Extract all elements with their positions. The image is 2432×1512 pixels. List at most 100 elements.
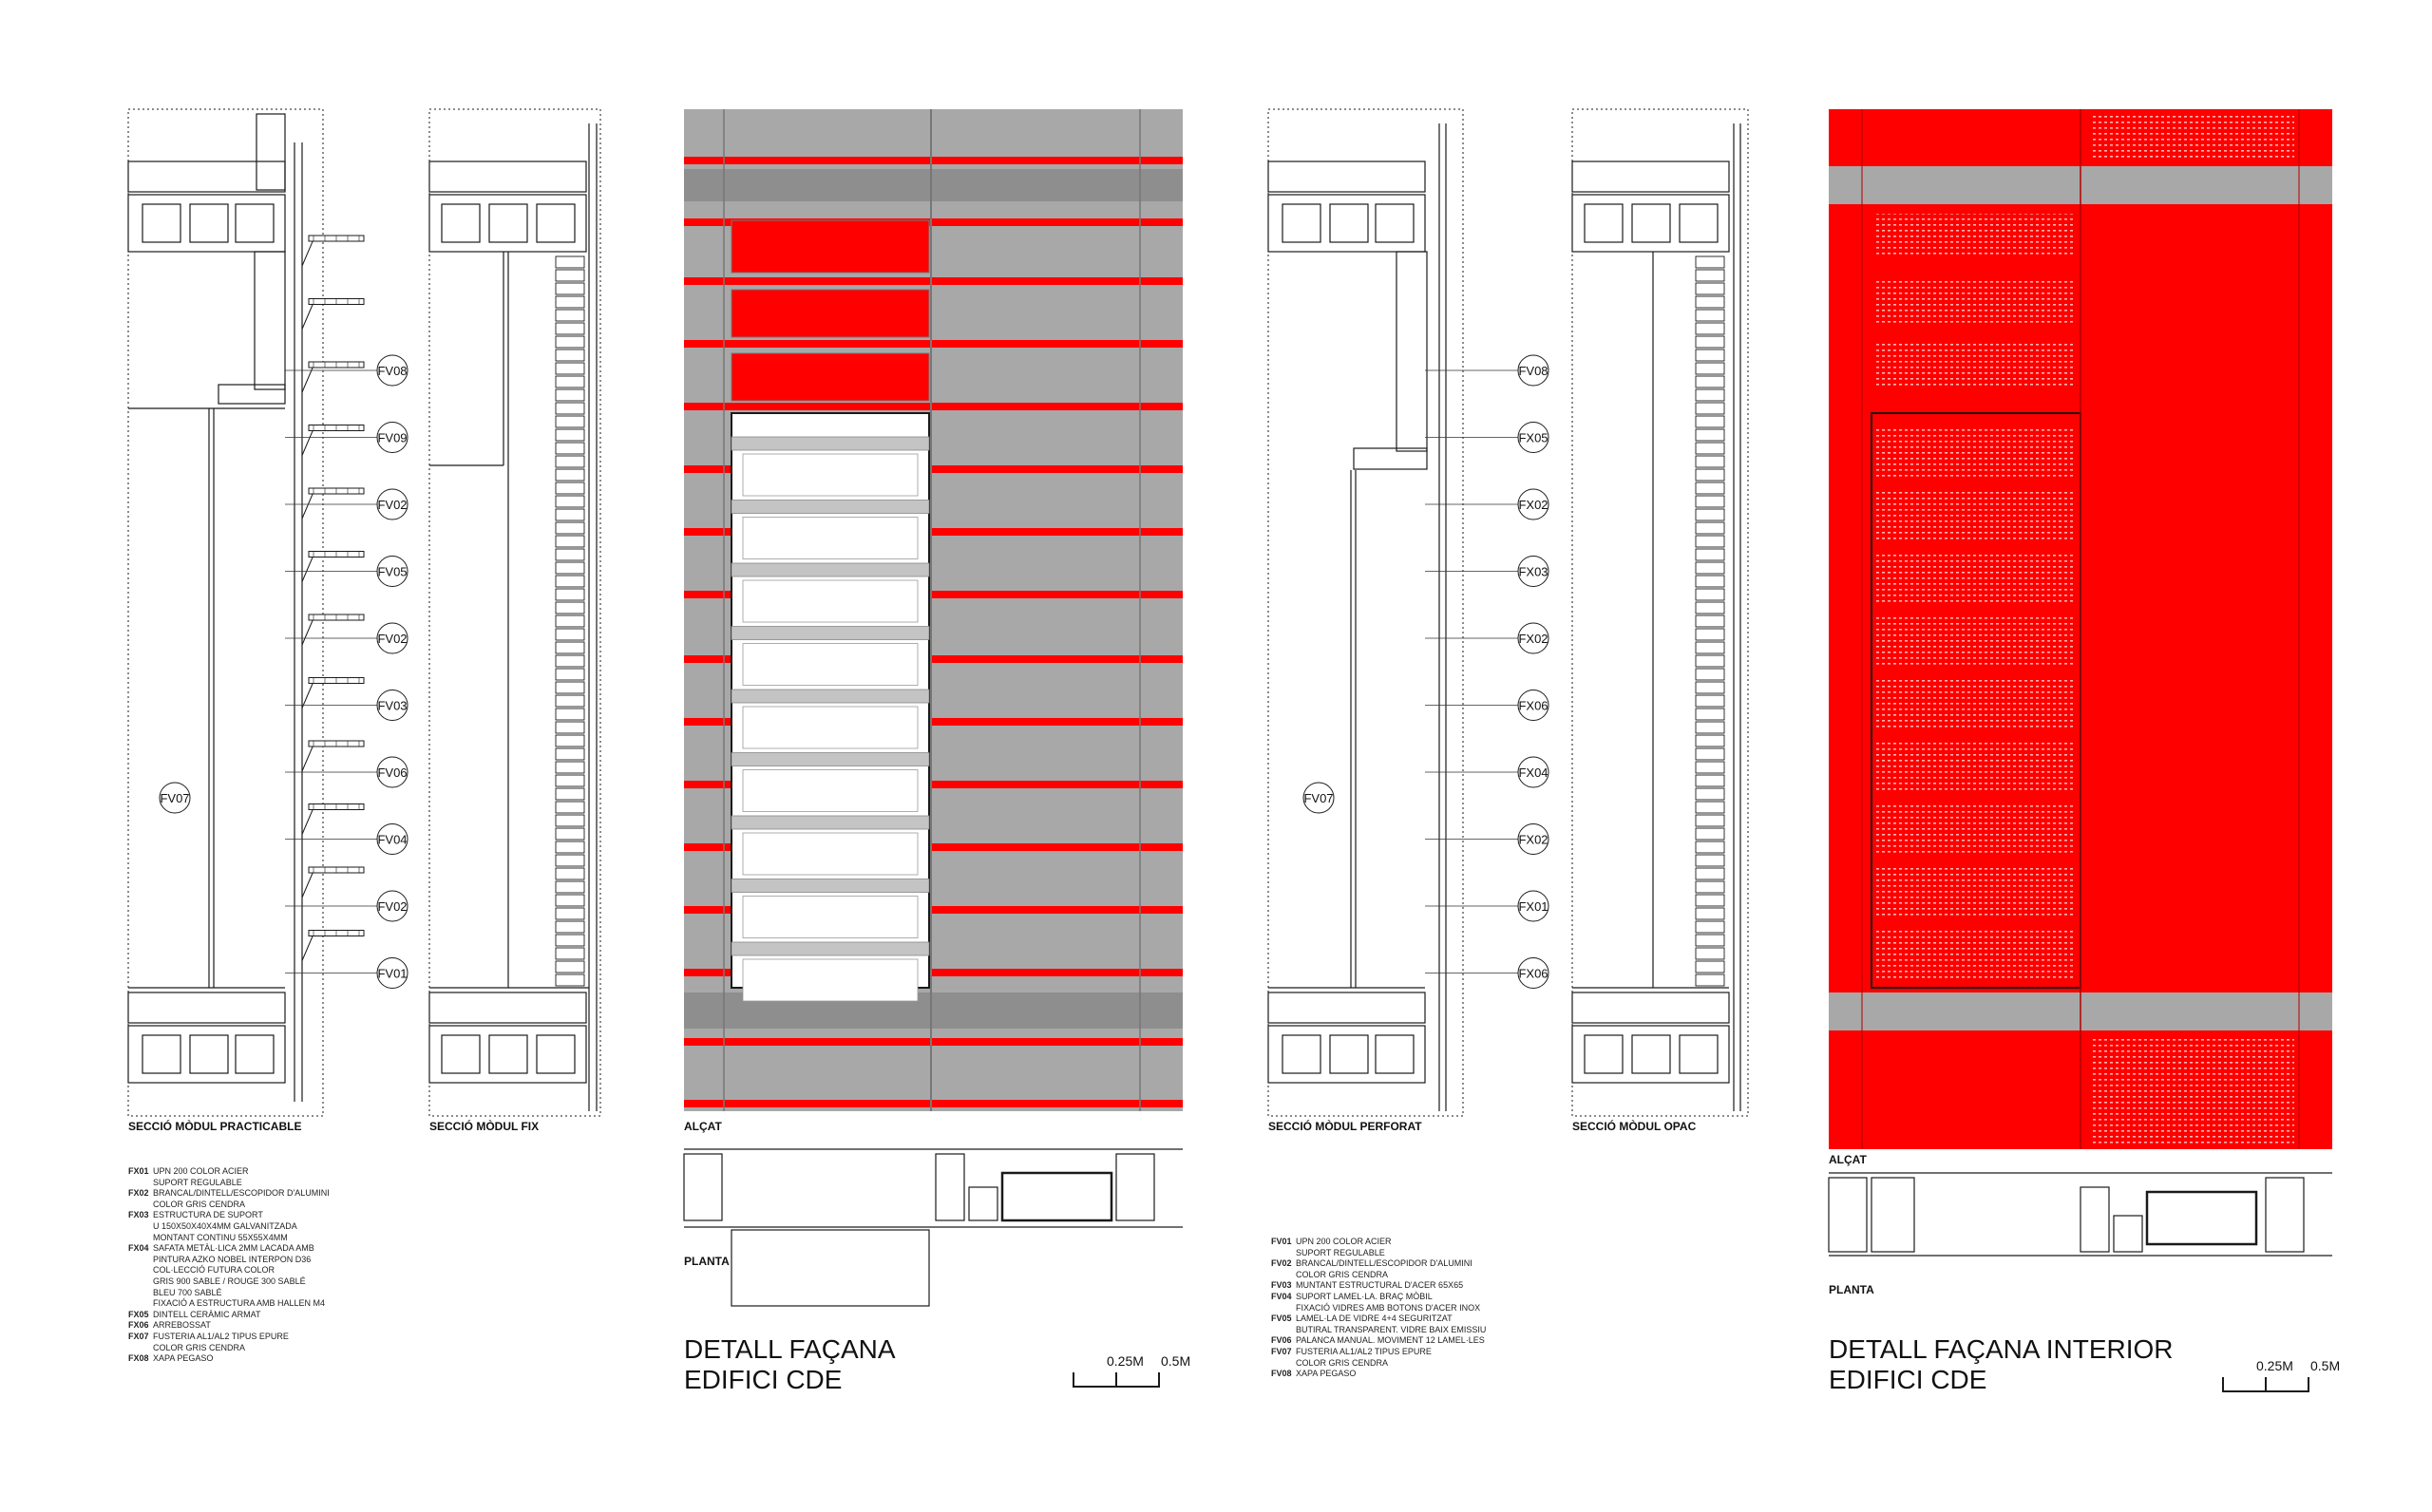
louvre-blade bbox=[301, 361, 365, 393]
callout-label: FV02 bbox=[377, 899, 407, 914]
callout: FX05 bbox=[1425, 422, 1549, 453]
callout: FV02 bbox=[285, 890, 408, 922]
louvre-blade bbox=[301, 551, 365, 582]
legend-desc: BRANCAL/DINTELL/ESCOPIDOR D'ALUMINI bbox=[153, 1188, 330, 1199]
title-line2: EDIFICI CDE bbox=[1829, 1365, 1986, 1394]
elevation-label: ALÇAT bbox=[1829, 1153, 1867, 1166]
brick bbox=[1695, 561, 1725, 575]
brick-column bbox=[1695, 255, 1725, 987]
perforated-panel bbox=[1876, 803, 2076, 853]
glass-pane bbox=[742, 769, 919, 812]
brick bbox=[1695, 801, 1725, 814]
red-panel bbox=[731, 289, 930, 338]
brick bbox=[1695, 920, 1725, 934]
brick bbox=[555, 508, 585, 521]
legend-desc: DINTELL CERÀMIC ARMAT bbox=[153, 1309, 261, 1319]
perforated-panel bbox=[2090, 112, 2294, 160]
legend-line: COLOR GRIS CENDRA bbox=[153, 1199, 246, 1209]
callout-label: FX06 bbox=[1518, 967, 1548, 981]
callout: FV06 bbox=[285, 756, 408, 788]
brick bbox=[555, 309, 585, 322]
scale-label-a: 0.25M bbox=[2256, 1358, 2293, 1373]
red-tray bbox=[684, 781, 1183, 788]
brick bbox=[555, 388, 585, 402]
glass-pane bbox=[742, 579, 919, 623]
glass-pane bbox=[742, 832, 919, 876]
plan-label: PLANTA bbox=[684, 1255, 730, 1268]
section-label-opaque: SECCIÓ MÒDUL OPAC bbox=[1572, 1119, 1697, 1133]
perforated-panel bbox=[1876, 553, 2076, 602]
glass-louvre bbox=[731, 815, 930, 830]
brick bbox=[555, 322, 585, 335]
callout: FV04 bbox=[285, 823, 408, 855]
brick bbox=[1695, 880, 1725, 894]
red-tray bbox=[684, 157, 1183, 164]
legend-desc: FUSTERIA AL1/AL2 TIPUS EPURE bbox=[1296, 1346, 1432, 1356]
scale-label-b: 0.5M bbox=[1161, 1353, 1190, 1369]
legend-desc: ESTRUCTURA DE SUPORT bbox=[153, 1210, 263, 1220]
red-tray bbox=[684, 403, 1183, 410]
brick bbox=[1695, 349, 1725, 362]
legend-desc: BRANCAL/DINTELL/ESCOPIDOR D'ALUMINI bbox=[1296, 1258, 1472, 1269]
callout: FX01 bbox=[1425, 890, 1549, 922]
callout-label: FX05 bbox=[1518, 431, 1548, 445]
louvre-blade bbox=[301, 235, 365, 267]
brick bbox=[1695, 282, 1725, 295]
legend-code: FV03 bbox=[1271, 1280, 1292, 1291]
brick bbox=[1695, 774, 1725, 787]
section-label-fixed: SECCIÓ MÒDUL FIX bbox=[429, 1119, 539, 1133]
brick bbox=[1695, 734, 1725, 747]
legend-line: SUPORT REGULABLE bbox=[153, 1177, 242, 1187]
brick bbox=[555, 708, 585, 721]
legend-desc: XAPA PEGASO bbox=[153, 1353, 214, 1364]
brick bbox=[1695, 255, 1725, 269]
brick bbox=[1695, 322, 1725, 335]
brick bbox=[555, 442, 585, 455]
callout: FV05 bbox=[285, 556, 408, 587]
brick bbox=[555, 269, 585, 282]
brick bbox=[1695, 681, 1725, 694]
brick bbox=[1695, 495, 1725, 508]
glass-louvre bbox=[731, 500, 930, 514]
brick bbox=[555, 362, 585, 375]
louvre-blade bbox=[301, 614, 365, 646]
callout: FX02 bbox=[1425, 622, 1549, 654]
plan-right bbox=[1828, 1172, 2332, 1257]
brick bbox=[555, 482, 585, 495]
brick bbox=[555, 535, 585, 548]
brick bbox=[1695, 309, 1725, 322]
glass-pane bbox=[742, 958, 919, 1002]
louvre-blade bbox=[301, 425, 365, 456]
brick bbox=[1695, 335, 1725, 349]
callout-fv07-right: FV07 bbox=[1302, 782, 1335, 814]
callout: FX03 bbox=[1425, 556, 1549, 587]
brick bbox=[555, 894, 585, 907]
brick bbox=[1695, 668, 1725, 681]
red-tray bbox=[684, 591, 1183, 598]
brick bbox=[1695, 588, 1725, 601]
legend-desc: SUPORT LAMEL·LA. BRAÇ MÒBIL bbox=[1296, 1291, 1433, 1301]
brick bbox=[1695, 601, 1725, 614]
perforated-panel bbox=[1876, 214, 2076, 256]
brick bbox=[555, 614, 585, 628]
brick bbox=[555, 588, 585, 601]
legend-code: FV01 bbox=[1271, 1237, 1292, 1246]
red-panel bbox=[731, 219, 930, 274]
perforated-panel bbox=[1876, 741, 2076, 790]
glass-louvres bbox=[731, 436, 930, 1002]
brick bbox=[1695, 575, 1725, 588]
perforated-panel bbox=[1876, 615, 2076, 665]
legend-desc: FUSTERIA AL1/AL2 TIPUS EPURE bbox=[153, 1331, 289, 1341]
brick bbox=[555, 641, 585, 654]
red-panel bbox=[731, 352, 930, 402]
legend-code: FX04 bbox=[128, 1243, 149, 1254]
callout-label: FV04 bbox=[377, 833, 407, 847]
brick bbox=[555, 521, 585, 535]
brick bbox=[1695, 402, 1725, 415]
brick bbox=[555, 747, 585, 761]
brick bbox=[1695, 548, 1725, 561]
